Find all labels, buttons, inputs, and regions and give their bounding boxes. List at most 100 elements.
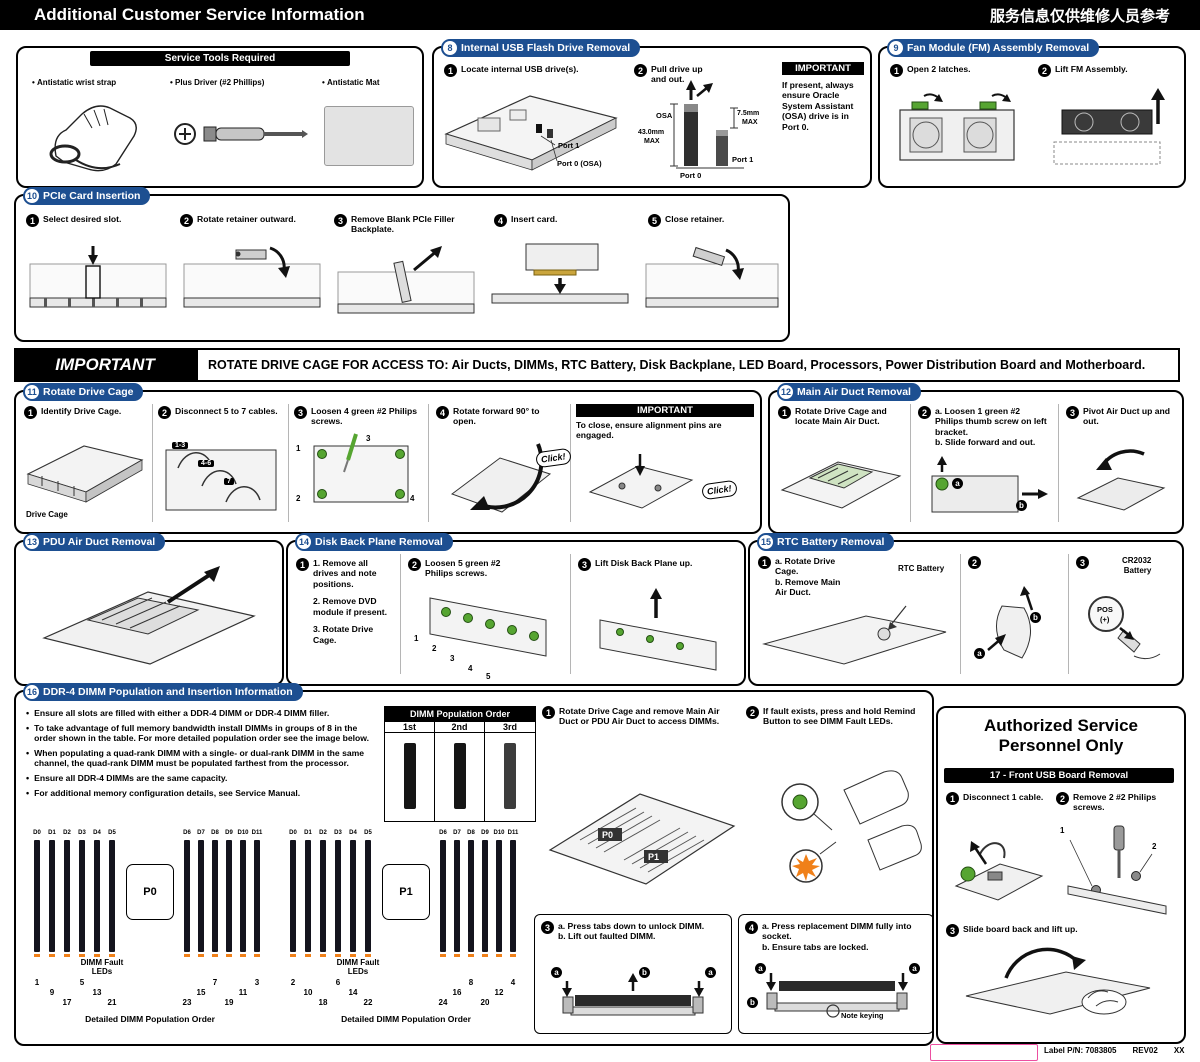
slot-label-d0: D0 xyxy=(289,830,297,836)
order-d11: 4 xyxy=(510,978,516,987)
thumbscrew-illustration-wrap: a b xyxy=(918,454,1050,524)
usb-43mm-max-label: MAX xyxy=(644,138,660,145)
slot-label-d11: D11 xyxy=(507,830,519,836)
label-pn: Label P/N: 7083805 xyxy=(1044,1046,1117,1055)
marker-a: a xyxy=(952,478,963,489)
pcie-step5-illustration xyxy=(645,246,779,308)
order-d8: 7 xyxy=(212,978,218,987)
step-number: 1 xyxy=(758,556,771,569)
pcie-step-3: 3 Remove Blank PCIe Filler Backplate. xyxy=(334,214,480,235)
pcie-step-2: 2 Rotate retainer outward. xyxy=(180,214,318,227)
step-number: 2 xyxy=(746,706,759,719)
pcie-step2-illustration xyxy=(183,246,321,308)
order-d11: 3 xyxy=(254,978,260,987)
usb-step-2: 2 Pull drive up and out. xyxy=(634,64,720,85)
fan-step-1: 1 Open 2 latches. xyxy=(890,64,1020,77)
p1-cpu-box: P1 xyxy=(382,864,430,920)
osa-label: OSA xyxy=(656,111,673,120)
panel-fan-header: 9 Fan Module (FM) Assembly Removal xyxy=(887,39,1100,57)
step-line-b: b. Ensure tabs are locked. xyxy=(762,941,869,952)
panel-pdu-duct-header: 13 PDU Air Duct Removal xyxy=(23,533,166,551)
step-text: Remove 2 #2 Philips screws. xyxy=(1073,792,1157,813)
step-number: 3 xyxy=(946,924,959,937)
thumbscrew-illustration xyxy=(931,456,1048,513)
order-d4: 14 xyxy=(348,988,358,997)
pcie-step-4: 4 Insert card. xyxy=(494,214,614,227)
service-tools-header: Service Tools Required xyxy=(90,51,350,66)
marker-b: b xyxy=(639,967,650,978)
step-text: Locate internal USB drive(s). xyxy=(461,64,579,74)
bp-screw-2: 2 xyxy=(432,644,437,653)
panel-rotate-cage-number: 11 xyxy=(25,385,39,399)
slot-label-d11: D11 xyxy=(251,830,263,836)
dimm-bullet-5: •For additional memory configuration det… xyxy=(26,787,301,798)
page-title-chinese: 服务信息仅供维修人员参考 xyxy=(989,7,1170,25)
usb-75mm-max-label: MAX xyxy=(742,119,758,126)
step-number: 3 xyxy=(1066,406,1079,419)
step-text: Select desired slot. xyxy=(43,214,122,224)
panel-pdu-duct-title: PDU Air Duct Removal xyxy=(43,536,156,548)
panel-fan-removal: 9 Fan Module (FM) Assembly Removal 1 Ope… xyxy=(878,39,1186,188)
step-text: Rotate Drive Cage and locate Main Air Du… xyxy=(795,406,887,427)
panel-service-tools: Service Tools Required • Antistatic wris… xyxy=(16,46,424,188)
backplane-screws-illustration xyxy=(429,597,547,657)
label-rev: REV02 xyxy=(1132,1046,1158,1055)
authorized-title-line2: Personnel Only xyxy=(998,735,1124,755)
step-number: 1 xyxy=(946,792,959,805)
panel-pcie-header: 10 PCIe Card Insertion xyxy=(23,187,151,205)
panel-rtc-header: 15 RTC Battery Removal xyxy=(757,533,895,551)
panel-air-duct-number: 12 xyxy=(779,385,793,399)
loosen-screws-illustration xyxy=(313,433,409,503)
order-d2: 18 xyxy=(318,998,328,1007)
step-number: 5 xyxy=(648,214,661,227)
cage-step-4: 4 Rotate forward 90° to open. xyxy=(436,406,564,427)
panel-dimm-number: 16 xyxy=(25,685,39,699)
pcie-step3-illustration xyxy=(337,246,475,314)
step-text: Rotate forward 90° to open. xyxy=(453,406,540,427)
order-d7: 16 xyxy=(452,988,462,997)
pivot-duct-illustration xyxy=(1076,449,1166,511)
step-text: a. Press replacement DIMM fully into soc… xyxy=(762,921,923,952)
marker-a: a xyxy=(551,967,562,978)
cage-step-1: 1 Identify Drive Cage. xyxy=(24,406,146,419)
p1-diagram-caption: Detailed DIMM Population Order xyxy=(341,1014,471,1024)
dimm-access-illustration: P0 P1 xyxy=(548,793,736,885)
bp-screw-1: 1 xyxy=(414,634,419,643)
step-number: 2 xyxy=(918,406,931,419)
col-2nd: 2nd xyxy=(435,722,485,732)
slot-label-d6: D6 xyxy=(439,830,447,836)
fan-step-2: 2 Lift FM Assembly. xyxy=(1038,64,1172,77)
slot-label-d0: D0 xyxy=(33,830,41,836)
dimm-insert-illustration-wrap: a a b Note keying xyxy=(745,963,927,1027)
port0b-label: Port 0 xyxy=(680,171,701,180)
backplane-step-2: 2 Loosen 5 green #2 Philips screws. xyxy=(408,558,528,579)
step-number: 2 xyxy=(158,406,171,419)
dimm-table-title: DIMM Population Order xyxy=(385,707,535,722)
step-text: Insert card. xyxy=(511,214,558,224)
order-d7: 15 xyxy=(196,988,206,997)
duct-step-2: 2 a. Loosen 1 green #2 Philips thumb scr… xyxy=(918,406,1050,448)
order-d5: 22 xyxy=(363,998,373,1007)
step-number: 3 xyxy=(334,214,347,227)
slot-label-d3: D3 xyxy=(334,830,342,836)
screw-callout-4: 4 xyxy=(410,494,415,503)
step-number: 1 xyxy=(778,406,791,419)
cage-step-3: 3 Loosen 4 green #2 Philips screws. xyxy=(294,406,422,427)
panel-rotate-cage-title: Rotate Drive Cage xyxy=(43,386,134,398)
dimm-bullet-list: •Ensure all slots are filled with either… xyxy=(26,708,374,802)
panel-pcie-number: 10 xyxy=(25,189,39,203)
slot-label-d9: D9 xyxy=(481,830,489,836)
dimm-icon-3rd-cell xyxy=(485,733,535,821)
dimm-icon-2nd-cell xyxy=(435,733,485,821)
order-d0: 1 xyxy=(34,978,40,987)
panel-usb-header: 8 Internal USB Flash Drive Removal xyxy=(441,39,641,57)
step-number: 3 xyxy=(1076,556,1089,569)
fan-lift-illustration xyxy=(1053,88,1165,165)
step-text: Pivot Air Duct up and out. xyxy=(1083,406,1171,427)
cr2032-illustration: POS (+) xyxy=(1088,596,1161,660)
rtc-release-illustration xyxy=(987,586,1034,659)
rtc-battery-callout: RTC Battery xyxy=(898,564,945,573)
slot-label-d3: D3 xyxy=(78,830,86,836)
important-banner: IMPORTANT ROTATE DRIVE CAGE FOR ACCESS T… xyxy=(14,348,1180,382)
usb-board-screws-illustration xyxy=(1067,825,1167,915)
